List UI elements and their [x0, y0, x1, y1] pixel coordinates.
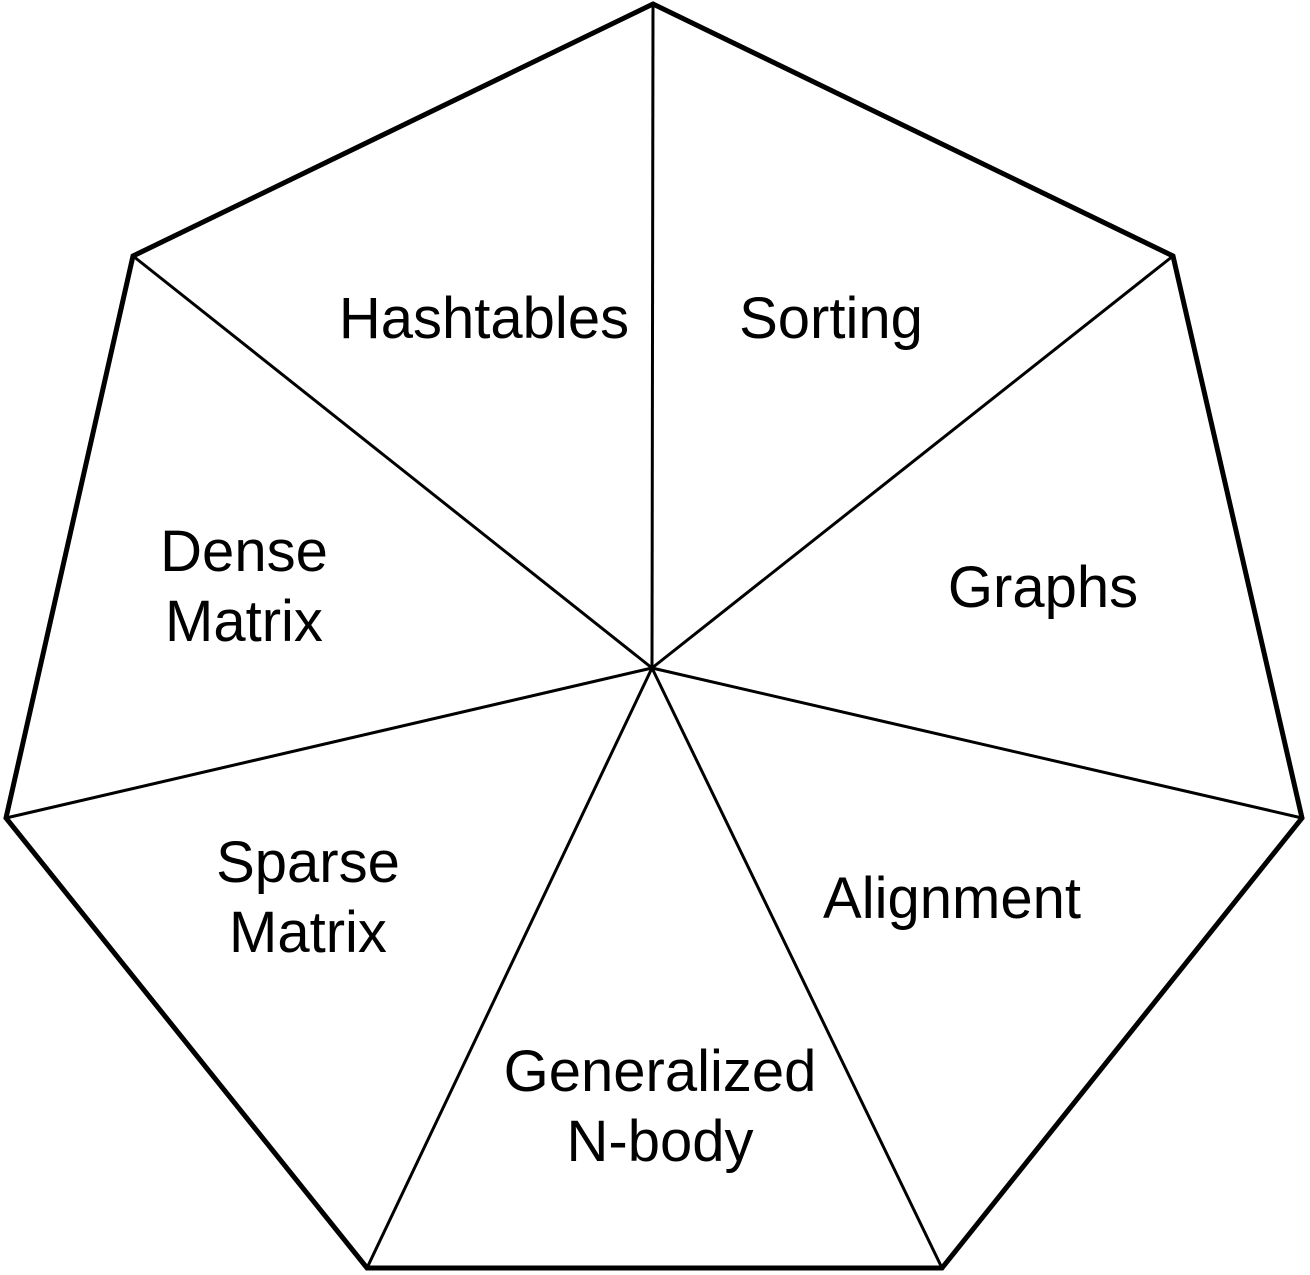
segment-label: Hashtables	[339, 286, 629, 351]
segment-label-line: N-body	[567, 1109, 754, 1174]
spoke-line-4	[365, 667, 654, 1269]
spoke-line-6	[132, 254, 653, 670]
segment-label: Graphs	[948, 555, 1138, 620]
spoke-line-2	[651, 666, 1303, 820]
segment-label: Sorting	[739, 286, 923, 351]
segment-label-line: Matrix	[229, 900, 387, 965]
spoke-line-0	[650, 3, 655, 669]
segment-label-line: Sparse	[216, 830, 400, 895]
segment-label-line: Matrix	[165, 589, 323, 654]
segment-label-line: Alignment	[823, 866, 1081, 931]
heptagon-outline	[3, 1, 1305, 1271]
segment-label-line: Generalized	[504, 1039, 817, 1104]
spoke-line-1	[651, 254, 1174, 670]
spoke-line-3	[650, 667, 944, 1269]
segment-label: Alignment	[823, 866, 1081, 931]
segment-labels: Hashtables SortingGraphsAlignmentGenerali…	[160, 286, 1138, 1174]
segment-label-line: Hashtables	[339, 286, 629, 351]
segment-label-line: Sorting	[739, 286, 923, 351]
segment-label-line: Dense	[160, 519, 328, 584]
segment-label-line: Graphs	[948, 555, 1138, 620]
spokes	[5, 3, 1303, 1269]
spoke-line-5	[5, 666, 653, 820]
